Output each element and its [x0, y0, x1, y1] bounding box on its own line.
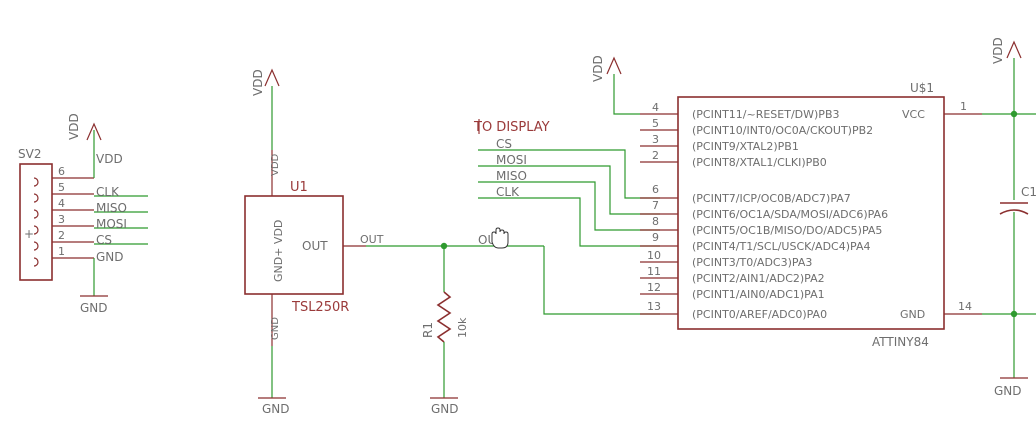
- mcu-pin-label: (PCINT8/XTAL1/CLKI)PB0: [692, 156, 827, 169]
- mcu-pin-label: (PCINT2/AIN1/ADC2)PA2: [692, 272, 825, 285]
- mcu-pin-label: (PCINT4/T1/SCL/USCK/ADC4)PA4: [692, 240, 870, 253]
- sv2-name: SV2: [18, 147, 41, 161]
- u1-vdd-symbol-label: VDD: [251, 69, 265, 96]
- mcu-gnd-num: 14: [958, 300, 972, 313]
- c1-capacitor: C1 VDD GND: [982, 37, 1036, 398]
- u1-gnd-symbol-label: GND: [262, 402, 290, 416]
- mcu-pin-label: (PCINT9/XTAL2)PB1: [692, 140, 799, 153]
- c1-vcc-junction: [1010, 110, 1018, 118]
- mcu-pin-label: (PCINT11/~RESET/DW)PB3: [692, 108, 840, 121]
- u1-vdd-pin-label: VDD: [270, 153, 281, 176]
- mcu-pin-label: (PCINT5/OC1B/MISO/DO/ADC5)PA5: [692, 224, 882, 237]
- sv2-net-miso: MISO: [96, 201, 127, 215]
- mcu-pin-label: (PCINT10/INT0/OC0A/CKOUT)PB2: [692, 124, 873, 137]
- out-net-label: OUT: [360, 233, 384, 246]
- sv2-plus-mark: +: [24, 227, 34, 241]
- c1-vdd-symbol: VDD: [991, 37, 1022, 64]
- r1-gnd-symbol: GND: [430, 397, 459, 416]
- sv2-connector: SV2 + 6 5 4 3 2 1: [18, 113, 148, 315]
- mcu-pin-number: 6: [652, 183, 659, 196]
- mcu-pin-number: 8: [652, 215, 659, 228]
- display-signal-miso: MISO: [496, 169, 527, 183]
- sv2-vdd-symbol: VDD: [67, 113, 102, 141]
- mcu-pin-number: 4: [652, 101, 659, 114]
- mcu-pin-number: 7: [652, 199, 659, 212]
- sv2-pin-number: 3: [58, 213, 65, 226]
- mcu-left-pin-leads: [640, 113, 678, 315]
- r1-zigzag: [436, 291, 452, 343]
- c1-vdd-label: VDD: [991, 37, 1005, 64]
- mcu-name: U$1: [910, 81, 934, 95]
- c1-name: C1: [1021, 185, 1036, 199]
- display-connection: TO DISPLAY CS MOSI MISO CLK OUT: [473, 119, 550, 249]
- display-mcu-wires: [478, 149, 660, 315]
- u1-value: TSL250R: [291, 300, 349, 315]
- hand-cursor-icon: [491, 227, 509, 249]
- sv2-net-mosi: MOSI: [96, 217, 127, 231]
- mcu-vdd-wire: [613, 74, 640, 115]
- c1-gnd-junction: [1010, 310, 1018, 318]
- sv2-gnd-label: GND: [80, 301, 108, 315]
- u1-body: [244, 195, 344, 295]
- mcu-vcc-label: VCC: [902, 108, 925, 121]
- display-signal-clk: CLK: [496, 185, 520, 199]
- mcu-pin-number: 12: [647, 281, 661, 294]
- mcu-pin-label: (PCINT6/OC1A/SDA/MOSI/ADC6)PA6: [692, 208, 888, 221]
- sv2-sockets: [33, 177, 39, 267]
- mcu-pin-number: 11: [647, 265, 661, 278]
- mcu-pin-label: (PCINT1/AIN0/ADC1)PA1: [692, 288, 825, 301]
- sv2-net-clk: CLK: [96, 185, 120, 199]
- display-title: TO DISPLAY: [473, 120, 550, 135]
- sv2-pin-number: 1: [58, 245, 65, 258]
- u1-body-label: GND+ VDD: [272, 220, 285, 282]
- sv2-pin-number: 5: [58, 181, 65, 194]
- u1-name: U1: [290, 180, 308, 195]
- sv2-net-gnd: GND: [96, 250, 124, 264]
- sv2-signal-wires: [93, 130, 148, 296]
- mcu-pin-number: 2: [652, 149, 659, 162]
- display-signal-cs: CS: [496, 137, 512, 151]
- mcu-pin-number: 13: [647, 300, 661, 313]
- mcu-vcc-num: 1: [960, 100, 967, 113]
- u1-light-sensor: U1 GND+ VDD OUT TSL250R VDD VDD GND GND: [244, 68, 366, 416]
- mcu-vdd-symbol: VDD: [591, 55, 622, 82]
- sv2-pin-number: 4: [58, 197, 65, 210]
- mcu-pin-label: (PCINT3/T0/ADC3)PA3: [692, 256, 812, 269]
- mcu-pin-number: 9: [652, 231, 659, 244]
- c1-plate-bottom: [999, 209, 1029, 215]
- mcu-pin-label: (PCINT7/ICP/OC0B/ADC7)PA7: [692, 192, 851, 205]
- mcu-pin-label: (PCINT0/AREF/ADC0)PA0: [692, 308, 827, 321]
- sv2-net-vdd: VDD: [96, 152, 123, 166]
- u1-gnd-symbol: GND: [258, 397, 290, 416]
- u1-vdd-symbol: VDD: [251, 68, 280, 96]
- r1-name: R1: [421, 322, 435, 338]
- sv2-pin-leads: [52, 177, 94, 259]
- mcu-gnd-label: GND: [900, 308, 925, 321]
- display-signal-mosi: MOSI: [496, 153, 527, 167]
- r1-value: 10k: [456, 317, 469, 338]
- u1-gnd-pin-label: GND: [270, 317, 281, 340]
- sv2-body: [19, 163, 53, 281]
- sv2-net-cs: CS: [96, 233, 112, 247]
- r1-gnd-label: GND: [431, 402, 459, 416]
- c1-gnd-label: GND: [994, 384, 1022, 398]
- sv2-gnd-symbol: GND: [80, 295, 108, 315]
- mcu-body: [677, 96, 945, 330]
- mcu-value: ATTINY84: [872, 335, 929, 349]
- u1-out-pin-label: OUT: [302, 239, 328, 253]
- mcu-pin-number: 3: [652, 133, 659, 146]
- mcu-attiny84: U$1 ATTINY84 4 5 3 2 6 7 8 9 10 11 12: [591, 55, 982, 349]
- sv2-vdd-label: VDD: [67, 113, 81, 140]
- sv2-pin-number: 6: [58, 165, 65, 178]
- sv2-pin-number: 2: [58, 229, 65, 242]
- mcu-pin-number: 5: [652, 117, 659, 130]
- c1-gnd-symbol: GND: [994, 377, 1028, 398]
- mcu-pin-number: 10: [647, 249, 661, 262]
- mcu-vdd-symbol-label: VDD: [591, 55, 605, 82]
- r1-resistor: R1 10k GND: [421, 246, 469, 416]
